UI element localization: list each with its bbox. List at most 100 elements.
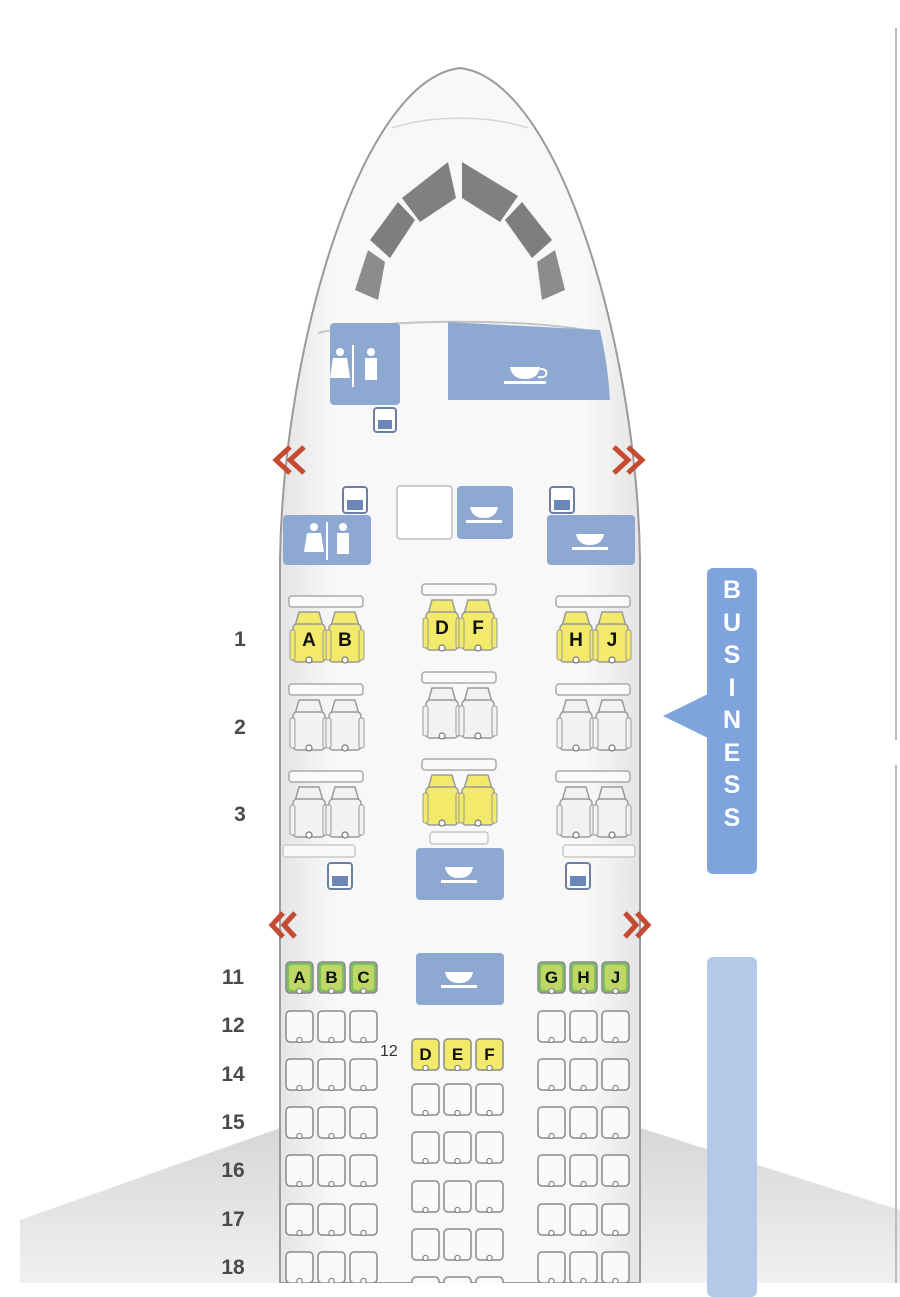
seat[interactable] <box>601 1106 630 1140</box>
row-15-left[interactable] <box>285 1106 378 1140</box>
row-18-right[interactable] <box>537 1251 630 1283</box>
seat[interactable] <box>349 1058 378 1092</box>
row-2-center[interactable] <box>421 671 498 740</box>
seat[interactable] <box>475 1228 504 1262</box>
seat[interactable] <box>537 1203 566 1237</box>
seat[interactable] <box>601 1154 630 1188</box>
seat[interactable] <box>569 1106 598 1140</box>
row-15-right[interactable] <box>537 1106 630 1140</box>
seat[interactable]: J <box>601 961 630 995</box>
seat[interactable] <box>317 1010 346 1044</box>
seat[interactable] <box>317 1154 346 1188</box>
seat[interactable]: H <box>556 611 596 664</box>
seat[interactable]: F <box>475 1038 504 1072</box>
seat[interactable]: B <box>325 611 365 664</box>
seat[interactable] <box>569 1203 598 1237</box>
seat[interactable] <box>537 1106 566 1140</box>
row-3-center[interactable] <box>421 758 498 827</box>
seat[interactable] <box>475 1180 504 1214</box>
row-2-left[interactable] <box>288 683 365 752</box>
seat[interactable] <box>475 1083 504 1117</box>
seat[interactable]: G <box>537 961 566 995</box>
seat[interactable] <box>285 1106 314 1140</box>
row-14-left[interactable] <box>285 1058 378 1092</box>
seat[interactable] <box>537 1251 566 1283</box>
seat[interactable] <box>443 1180 472 1214</box>
seat[interactable] <box>601 1058 630 1092</box>
seat[interactable] <box>349 1106 378 1140</box>
seat[interactable] <box>458 774 498 827</box>
seat[interactable] <box>592 786 632 839</box>
seat[interactable] <box>411 1131 440 1165</box>
seat[interactable] <box>285 1251 314 1283</box>
row-14-right[interactable] <box>537 1058 630 1092</box>
seat[interactable] <box>285 1154 314 1188</box>
seat[interactable]: H <box>569 961 598 995</box>
seat[interactable] <box>411 1180 440 1214</box>
seat[interactable]: D <box>411 1038 440 1072</box>
center-block-5[interactable] <box>411 1276 504 1283</box>
seat[interactable] <box>285 1058 314 1092</box>
seat[interactable] <box>556 786 596 839</box>
seat[interactable] <box>537 1058 566 1092</box>
row-3-right[interactable] <box>555 770 632 839</box>
seat[interactable] <box>569 1251 598 1283</box>
seat[interactable] <box>443 1276 472 1283</box>
seat[interactable]: A <box>285 961 314 995</box>
row-3-left[interactable] <box>288 770 365 839</box>
business-cabin-tab[interactable] <box>707 568 757 874</box>
seat[interactable] <box>601 1203 630 1237</box>
seat[interactable] <box>349 1251 378 1283</box>
seat[interactable] <box>349 1010 378 1044</box>
seat[interactable] <box>475 1131 504 1165</box>
seat[interactable] <box>458 687 498 740</box>
seat[interactable] <box>601 1251 630 1283</box>
seat[interactable]: E <box>443 1038 472 1072</box>
seat[interactable] <box>285 1010 314 1044</box>
center-block-3[interactable] <box>411 1180 504 1214</box>
seat[interactable]: J <box>592 611 632 664</box>
seat[interactable] <box>569 1058 598 1092</box>
row-16-left[interactable] <box>285 1154 378 1188</box>
seat[interactable] <box>349 1203 378 1237</box>
row-2-right[interactable] <box>555 683 632 752</box>
seat[interactable] <box>325 699 365 752</box>
seat[interactable] <box>422 687 462 740</box>
seat[interactable]: A <box>289 611 329 664</box>
row-16-right[interactable] <box>537 1154 630 1188</box>
seat[interactable] <box>537 1154 566 1188</box>
row-12-left[interactable] <box>285 1010 378 1044</box>
center-block-4[interactable] <box>411 1228 504 1262</box>
seat[interactable] <box>285 1203 314 1237</box>
seat[interactable] <box>569 1010 598 1044</box>
seat[interactable] <box>411 1276 440 1283</box>
economy-cabin-tab[interactable] <box>707 957 757 1297</box>
seat[interactable] <box>537 1010 566 1044</box>
row-18-left[interactable] <box>285 1251 378 1283</box>
seat[interactable] <box>601 1010 630 1044</box>
center-block-1[interactable] <box>411 1083 504 1117</box>
seat[interactable]: C <box>349 961 378 995</box>
row-17-left[interactable] <box>285 1203 378 1237</box>
seat[interactable] <box>317 1106 346 1140</box>
seat[interactable] <box>443 1131 472 1165</box>
seat[interactable]: F <box>458 599 498 652</box>
seat[interactable] <box>411 1083 440 1117</box>
seat[interactable] <box>317 1058 346 1092</box>
seat[interactable] <box>325 786 365 839</box>
seat[interactable] <box>569 1154 598 1188</box>
seat[interactable] <box>317 1203 346 1237</box>
seat[interactable] <box>556 699 596 752</box>
row-12-right[interactable] <box>537 1010 630 1044</box>
seat[interactable] <box>349 1154 378 1188</box>
center-block-2[interactable] <box>411 1131 504 1165</box>
seat[interactable] <box>317 1251 346 1283</box>
row-17-right[interactable] <box>537 1203 630 1237</box>
seat[interactable] <box>592 699 632 752</box>
